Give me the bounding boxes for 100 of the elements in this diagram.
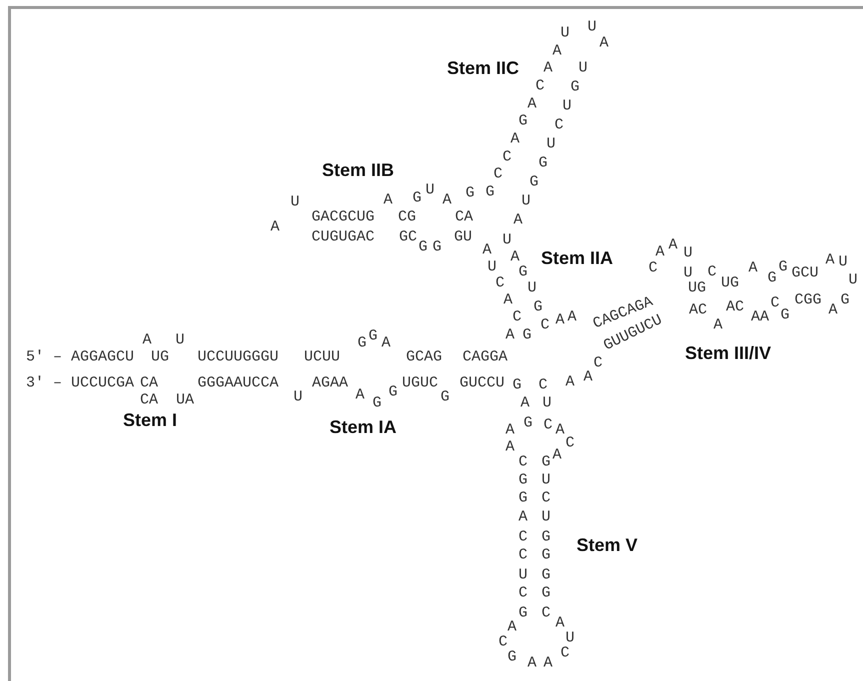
nucleotide-sequence: CUGUGAC xyxy=(312,230,374,244)
nucleotide-sequence: UG xyxy=(688,280,706,296)
nucleotide-letter: A xyxy=(828,302,838,318)
nucleotide-letter: U xyxy=(838,254,848,270)
nucleotide-letter: G xyxy=(542,586,550,600)
nucleotide-letter: C xyxy=(496,276,504,290)
nucleotide-letter: U xyxy=(488,260,496,274)
nucleotide-letter: U xyxy=(566,630,574,646)
nucleotide-letter: C xyxy=(536,78,544,94)
nucleotide-letter: C xyxy=(560,646,570,660)
nucleotide-letter: G xyxy=(542,548,550,562)
nucleotide-letter: U xyxy=(518,568,528,582)
nucleotide-letter: U xyxy=(294,390,302,404)
nucleotide-letter: A xyxy=(714,318,722,332)
nucleotide-letter: G xyxy=(486,184,494,200)
nucleotide-letter: G xyxy=(518,264,528,280)
nucleotide-letter: U xyxy=(684,246,692,260)
nucleotide-letter: A xyxy=(600,36,608,50)
nucleotide-letter: U xyxy=(542,510,550,524)
nucleotide-letter: G xyxy=(778,260,788,274)
nucleotide-sequence: UCUU xyxy=(304,350,340,364)
nucleotide-sequence: GC xyxy=(399,230,417,244)
nucleotide-sequence: CA xyxy=(140,392,158,408)
nucleotide-letter: G xyxy=(358,336,366,350)
nucleotide-letter: C xyxy=(648,260,658,276)
nucleotide-letter: G xyxy=(534,300,542,314)
nucleotide-letter: C xyxy=(542,606,550,620)
nucleotide-letter: A xyxy=(382,336,390,350)
nucleotide-letter: G xyxy=(512,378,522,392)
nucleotide-sequence: GUCCU xyxy=(460,376,504,390)
nucleotide-letter: C xyxy=(502,150,512,164)
nucleotide-letter: U xyxy=(176,332,184,348)
nucleotide-letter: G xyxy=(840,292,850,308)
nucleotide-letter: A xyxy=(510,250,520,264)
nucleotide-letter: A xyxy=(544,60,552,76)
nucleotide-letter: A xyxy=(748,260,758,276)
nucleotide-letter: A xyxy=(544,656,552,670)
nucleotide-letter: C xyxy=(518,530,528,544)
nucleotide-letter: A xyxy=(656,244,664,260)
nucleotide-letter: G xyxy=(524,416,532,430)
nucleotide-letter: A xyxy=(566,374,574,390)
nucleotide-letter: C xyxy=(708,264,716,280)
nucleotide-letter: C xyxy=(518,548,528,562)
nucleotide-letter: C xyxy=(498,634,508,650)
nucleotide-letter: G xyxy=(372,396,382,410)
nucleotide-letter: G xyxy=(530,174,538,190)
nucleotide-letter: U xyxy=(848,272,858,288)
nucleotide-letter: A xyxy=(506,328,514,342)
stem-label: Stem IIC xyxy=(446,59,520,77)
nucleotide-letter: A xyxy=(508,620,516,634)
nucleotide-letter: C xyxy=(540,318,550,332)
nucleotide-letter: G xyxy=(368,328,378,344)
nucleotide-letter: U xyxy=(528,280,536,296)
nucleotide-letter: A xyxy=(826,252,834,268)
nucleotide-letter: C xyxy=(512,310,522,324)
nucleotide-letter: G xyxy=(518,606,528,620)
nucleotide-letter: G xyxy=(440,390,450,404)
nucleotide-letter: G xyxy=(466,186,474,200)
nucleotide-letter: A xyxy=(520,396,530,410)
nucleotide-letter: A xyxy=(556,616,564,630)
stem-label: Stem IA xyxy=(329,418,397,436)
nucleotide-sequence: AGAA xyxy=(312,376,348,390)
stem-label: Stem IIB xyxy=(322,161,394,179)
nucleotide-letter: G xyxy=(768,270,776,286)
nucleotide-letter: A xyxy=(384,192,392,208)
nucleotide-sequence: CA xyxy=(455,210,473,224)
nucleotide-letter: G xyxy=(518,472,528,488)
nucleotide-letter: G xyxy=(538,156,548,170)
nucleotide-sequence: UGUC xyxy=(402,376,438,390)
stem-label: Stem III/IV xyxy=(684,344,772,362)
nucleotide-sequence: GCU xyxy=(792,266,818,280)
nucleotide-letter: G xyxy=(412,190,422,206)
nucleotide-letter: G xyxy=(780,308,790,322)
nucleotide-letter: A xyxy=(518,510,528,524)
nucleotide-letter: A xyxy=(514,212,522,228)
nucleotide-letter: G xyxy=(542,568,550,582)
nucleotide-letter: A xyxy=(142,332,152,348)
nucleotide-letter: G xyxy=(522,328,532,342)
nucleotide-sequence: UG xyxy=(721,276,739,290)
nucleotide-sequence: CA xyxy=(140,376,158,390)
nucleotide-letter: U xyxy=(560,26,570,40)
nucleotide-letter: G xyxy=(388,384,398,400)
nucleotide-letter: C xyxy=(566,436,574,450)
nucleotide-letter: A xyxy=(528,656,536,670)
nucleotide-letter: G xyxy=(508,650,516,664)
nucleotide-sequence: GCAG xyxy=(406,350,442,364)
nucleotide-letter: A xyxy=(556,422,564,438)
nucleotide-letter: A xyxy=(556,312,564,328)
nucleotide-letter: U xyxy=(546,136,556,152)
nucleotide-letter: C xyxy=(518,586,528,600)
nucleotide-sequence: CG xyxy=(398,210,416,224)
nucleotide-letter: C xyxy=(554,118,564,132)
nucleotide-sequence: UA xyxy=(176,392,194,408)
nucleotide-letter: A xyxy=(506,440,514,454)
nucleotide-letter: A xyxy=(482,242,492,258)
nucleotide-letter: C xyxy=(542,490,550,506)
nucleotide-sequence: UCCUUGGGU xyxy=(198,350,278,364)
nucleotide-letter: U xyxy=(426,182,434,198)
nucleotide-letter: G xyxy=(518,490,528,506)
stem-label: Stem I xyxy=(122,411,178,429)
